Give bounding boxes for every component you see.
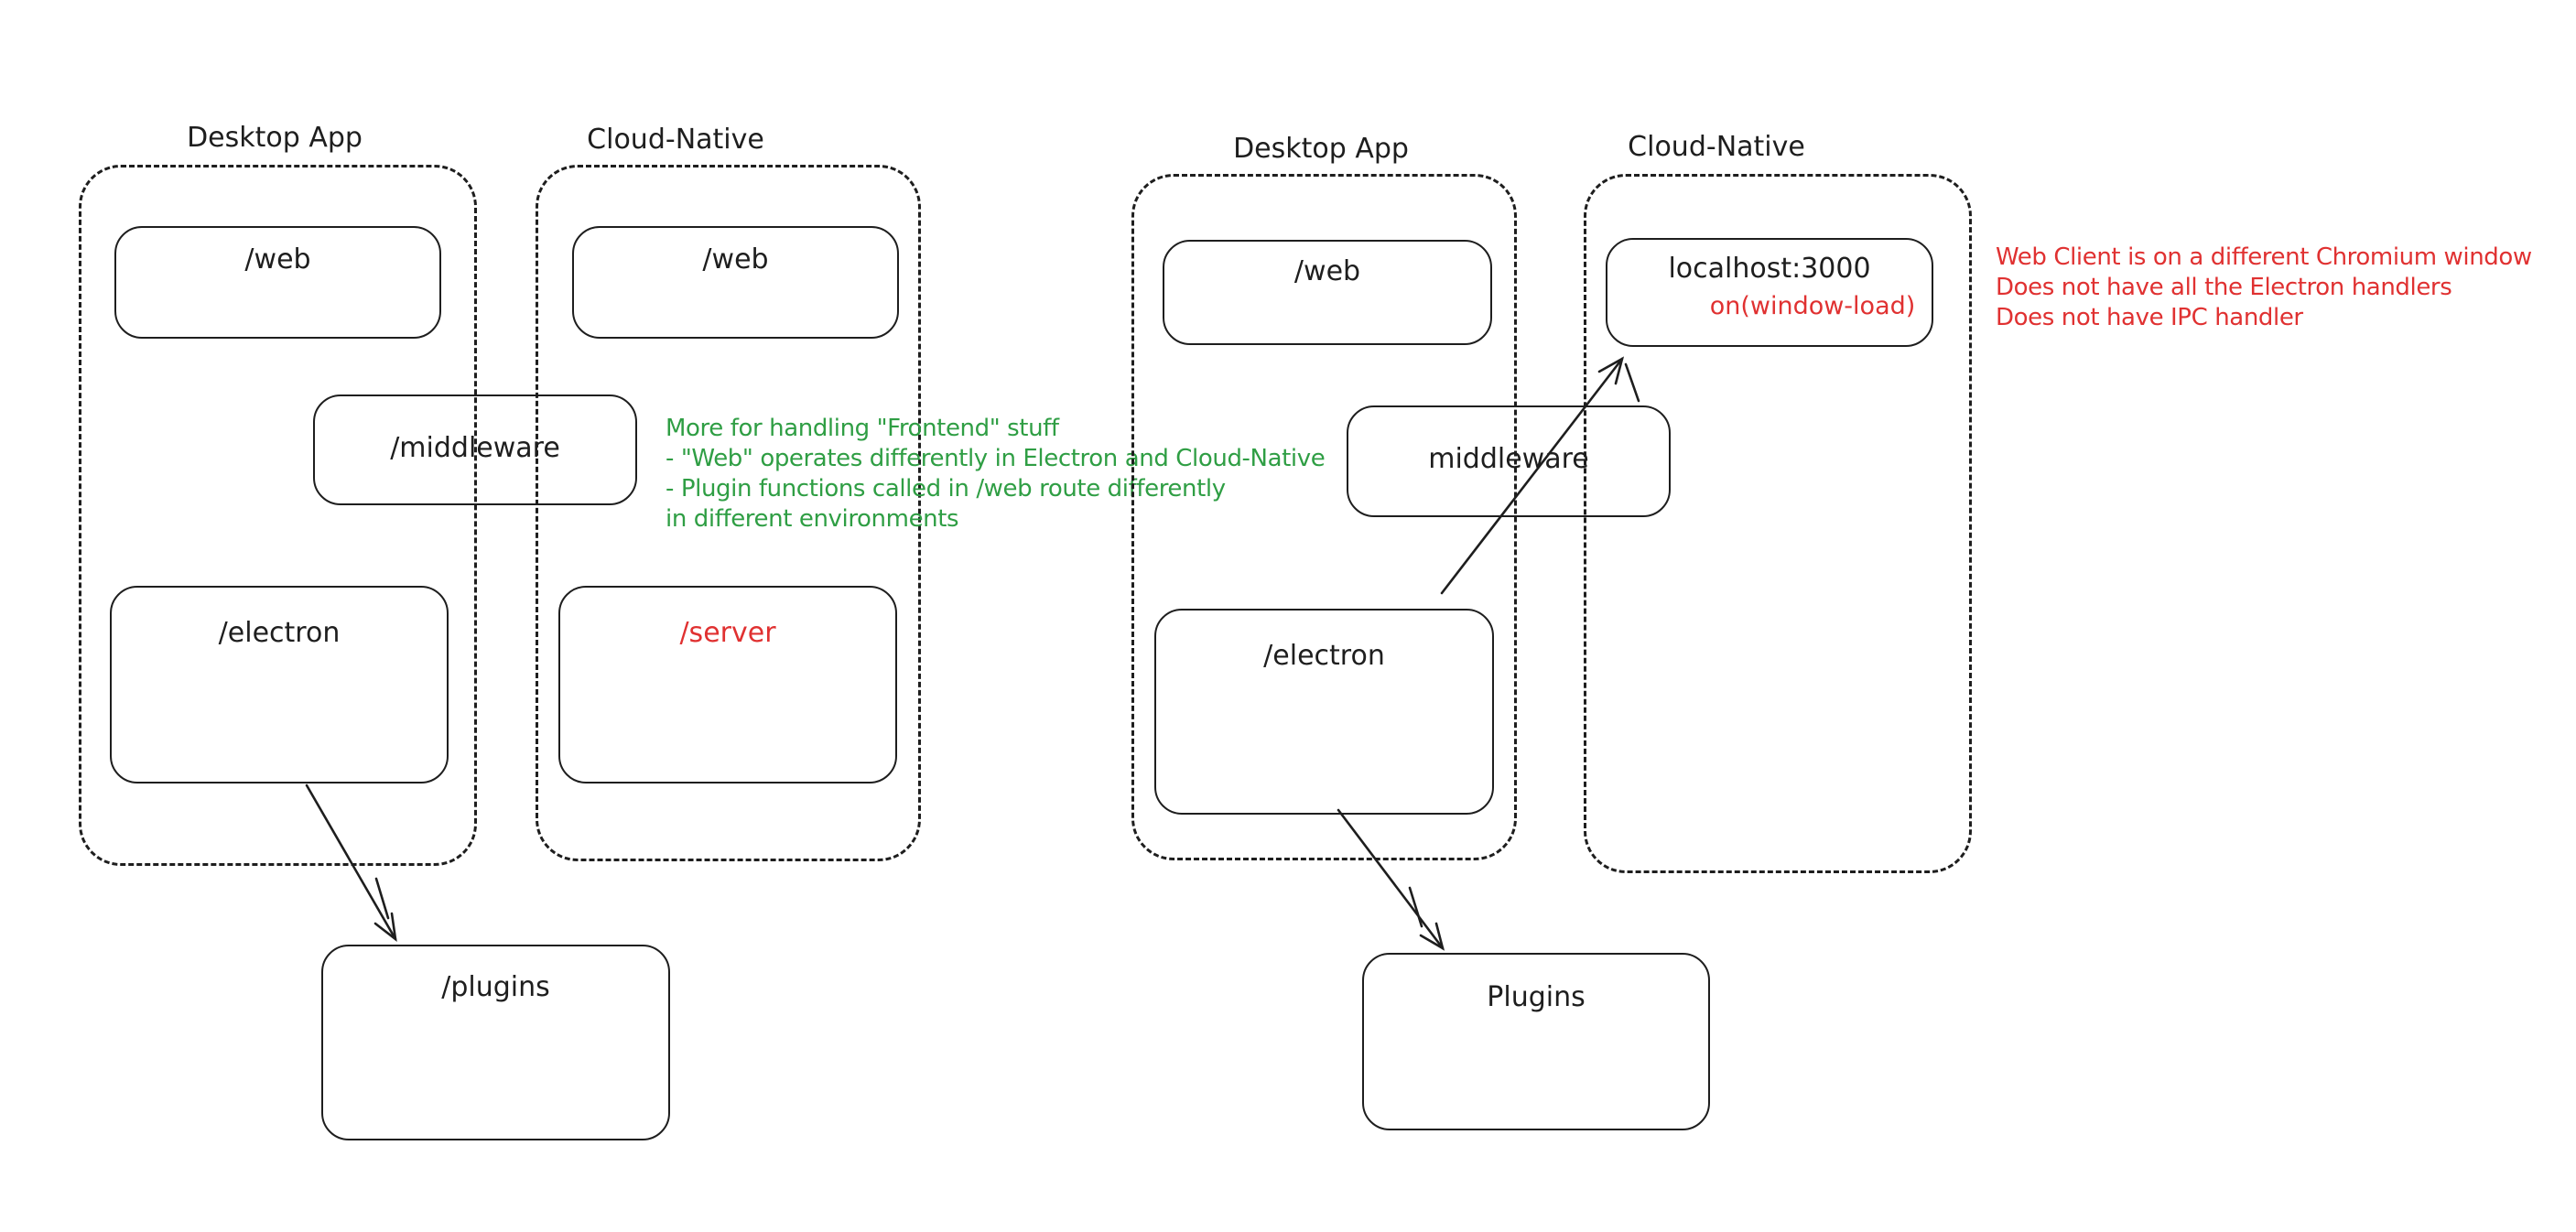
left-electron-label: /electron: [218, 617, 341, 649]
red-annotation-line: Does not have IPC handler: [1996, 304, 2303, 331]
red-annotation-line: Web Client is on a different Chromium wi…: [1996, 243, 2532, 271]
localhost-node: localhost:3000 on(window-load): [1606, 238, 1933, 347]
right-plugins-node: Plugins: [1362, 953, 1710, 1130]
left-web-cloud-node: /web: [572, 226, 899, 339]
left-desktop-frame-label: Desktop App: [187, 122, 363, 154]
right-electron-label: /electron: [1263, 640, 1385, 672]
left-desktop-frame: [79, 165, 477, 866]
right-middleware-node: middleware: [1347, 405, 1671, 517]
left-web-desktop-label: /web: [244, 243, 311, 276]
left-server-node: /server: [558, 586, 897, 784]
localhost-event-label: on(window-load): [1709, 292, 1916, 320]
right-web-node: /web: [1163, 240, 1492, 345]
green-annotation-line: More for handling "Frontend" stuff: [666, 415, 1059, 442]
left-server-label: /server: [679, 617, 776, 649]
left-middleware-node: /middleware: [313, 394, 637, 505]
right-plugins-label: Plugins: [1487, 981, 1586, 1013]
left-web-cloud-label: /web: [702, 243, 769, 276]
left-plugins-label: /plugins: [441, 971, 550, 1003]
right-web-label: /web: [1293, 255, 1361, 287]
right-cloud-frame-label: Cloud-Native: [1628, 131, 1805, 163]
left-web-desktop-node: /web: [114, 226, 441, 339]
green-annotation-line: in different environments: [666, 505, 959, 533]
red-annotation-line: Does not have all the Electron handlers: [1996, 274, 2452, 301]
left-cloud-frame-label: Cloud-Native: [587, 124, 764, 156]
green-annotation-line: - "Web" operates differently in Electron…: [666, 445, 1326, 472]
left-middleware-label: /middleware: [390, 432, 560, 464]
right-desktop-frame-label: Desktop App: [1233, 133, 1409, 165]
red-annotation: Web Client is on a different Chromium wi…: [1996, 243, 2532, 333]
left-plugins-node: /plugins: [321, 945, 670, 1140]
localhost-title: localhost:3000: [1668, 253, 1871, 285]
left-electron-node: /electron: [110, 586, 449, 784]
left-cloud-frame: [536, 165, 921, 861]
green-annotation: More for handling "Frontend" stuff - "We…: [666, 414, 1326, 535]
right-middleware-label: middleware: [1428, 443, 1589, 475]
right-electron-node: /electron: [1154, 609, 1494, 815]
